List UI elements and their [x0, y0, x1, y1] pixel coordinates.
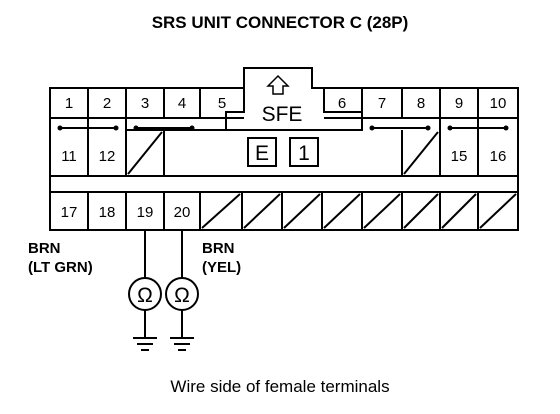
pin-label: 9 — [455, 95, 463, 112]
pin-label: 6 — [338, 95, 346, 112]
pin-label: 12 — [99, 148, 116, 165]
center-label: SFE — [262, 103, 303, 126]
ground-icon — [133, 337, 157, 351]
ohmmeter-symbol: Ω — [137, 284, 153, 307]
pin-label: 4 — [178, 95, 186, 112]
top-row-pins: 1 2 3 4 5 6 7 8 9 10 — [65, 95, 507, 112]
pin-label: 5 — [218, 95, 226, 112]
bottom-row-dividers — [87, 192, 479, 230]
wire-color: BRN — [202, 240, 235, 257]
wire-color-detail: (LT GRN) — [28, 259, 93, 276]
pin-label: 10 — [490, 95, 507, 112]
pin-label: 3 — [141, 95, 149, 112]
blank-cavities-bottom — [201, 193, 517, 229]
pin-label: 18 — [99, 204, 116, 221]
center-box-right: 1 — [298, 142, 310, 165]
bottom-row-pins: 17 18 19 20 — [61, 204, 191, 221]
ground-icon — [170, 337, 194, 351]
mid-row-dividers — [87, 118, 479, 176]
wire-color: BRN — [28, 240, 61, 257]
blank-cavity-14 — [403, 131, 439, 175]
connector-housing — [49, 67, 519, 231]
pin-label: 16 — [490, 148, 507, 165]
mid-row-pins: 11 12 15 16 — [61, 148, 506, 165]
pin-label: 20 — [174, 204, 191, 221]
pin-label: 7 — [378, 95, 386, 112]
wire-label-20: BRN (YEL) — [202, 240, 241, 276]
center-key: SFE E 1 — [247, 74, 319, 167]
pin-label: 1 — [65, 95, 73, 112]
caption: Wire side of female terminals — [170, 377, 389, 396]
ohmmeter-symbol: Ω — [174, 284, 190, 307]
up-arrow-icon — [266, 74, 290, 95]
pin-label: 17 — [61, 204, 78, 221]
wire-label-19: BRN (LT GRN) — [28, 240, 93, 276]
pin-label: 15 — [451, 148, 468, 165]
shorting-bars — [57, 125, 509, 131]
ohmmeter-leads: Ω Ω — [128, 230, 199, 351]
diagram-title: SRS UNIT CONNECTOR C (28P) — [152, 13, 409, 32]
pin-label: 11 — [61, 148, 77, 165]
wire-color-detail: (YEL) — [202, 259, 241, 276]
top-row-dividers — [87, 88, 479, 118]
pin-label: 19 — [137, 204, 154, 221]
pin-label: 2 — [103, 95, 111, 112]
blank-cavity-13 — [127, 131, 163, 175]
center-box-left: E — [255, 142, 269, 165]
pin-label: 8 — [417, 95, 425, 112]
